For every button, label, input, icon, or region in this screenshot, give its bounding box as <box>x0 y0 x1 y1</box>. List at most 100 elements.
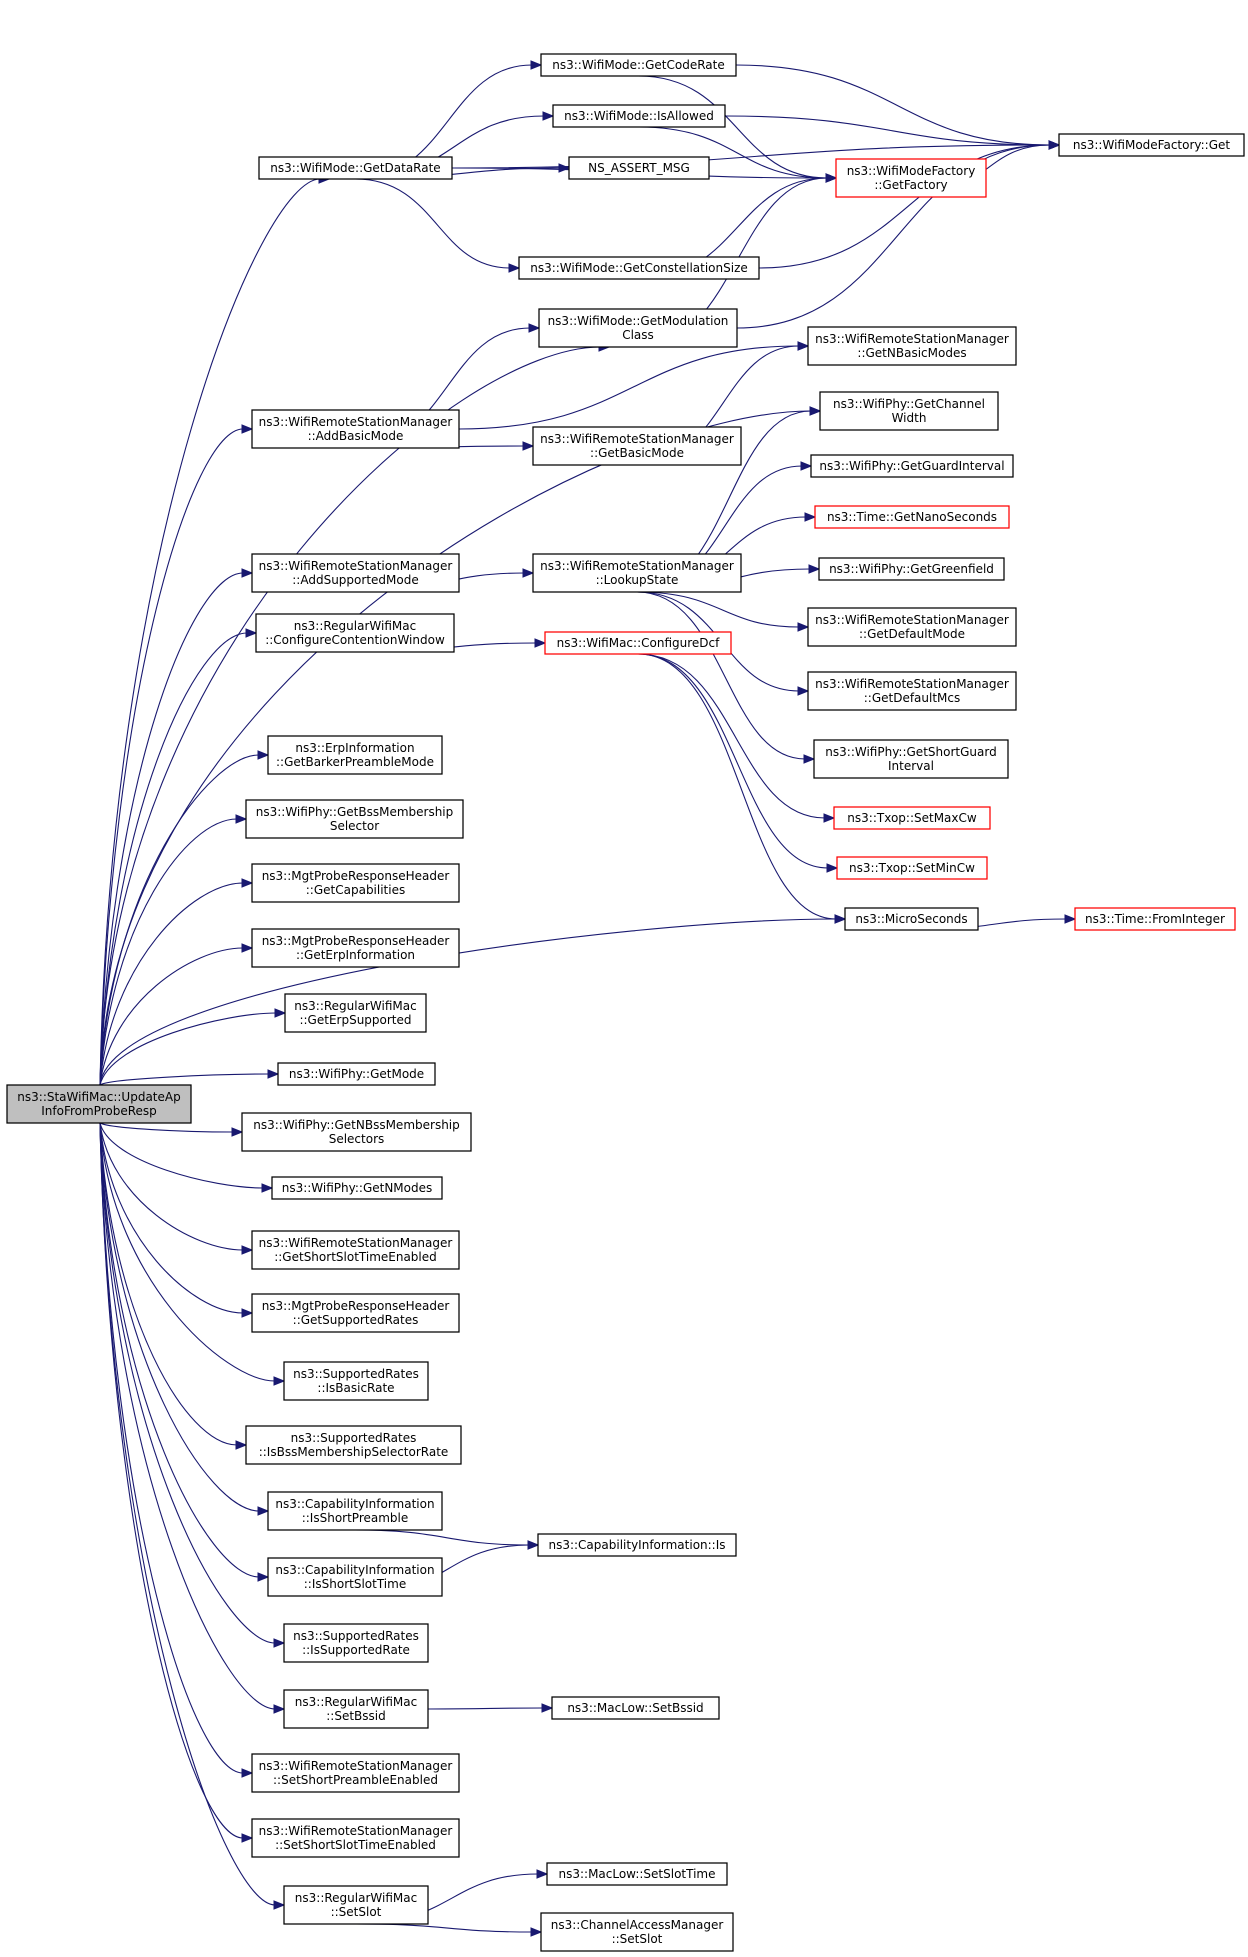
node-box <box>267 735 443 775</box>
node-getBasicMode[interactable]: ns3::WifiRemoteStationManager::GetBasicM… <box>532 426 742 466</box>
node-box <box>807 326 1017 366</box>
node-label: ns3::WifiRemoteStationManager <box>259 559 453 573</box>
node-lookupState[interactable]: ns3::WifiRemoteStationManager::LookupSta… <box>532 553 742 593</box>
node-label: Interval <box>888 759 934 773</box>
node-getFactory[interactable]: ns3::WifiModeFactory::GetFactory <box>835 158 987 198</box>
node-box <box>833 806 991 830</box>
node-isShortSlot[interactable]: ns3::CapabilityInformation::IsShortSlotT… <box>267 1557 443 1597</box>
node-fromInteger[interactable]: ns3::Time::FromInteger <box>1074 907 1236 931</box>
node-label: ::AddBasicMode <box>308 429 404 443</box>
node-box <box>251 863 460 903</box>
edge-root-to-getMode <box>99 1069 280 1086</box>
node-getGuardInterval[interactable]: ns3::WifiPhy::GetGuardInterval <box>810 454 1014 478</box>
node-label: ns3::WifiModeFactory <box>847 164 976 178</box>
node-getCaps[interactable]: ns3::MgtProbeResponseHeader::GetCapabili… <box>251 863 460 903</box>
node-assertMsg[interactable]: NS_ASSERT_MSG <box>568 156 710 180</box>
node-getDefaultMcs[interactable]: ns3::WifiRemoteStationManager::GetDefaul… <box>807 671 1017 711</box>
node-getShortSlotEn[interactable]: ns3::WifiRemoteStationManager::GetShortS… <box>251 1230 460 1270</box>
node-addBasicMode[interactable]: ns3::WifiRemoteStationManager::AddBasicM… <box>251 409 460 449</box>
node-setBssid[interactable]: ns3::RegularWifiMac::SetBssid <box>283 1689 429 1729</box>
node-root[interactable]: ns3::StaWifiMac::UpdateApInfoFromProbeRe… <box>6 1084 192 1124</box>
node-isBssSelRate[interactable]: ns3::SupportedRates::IsBssMembershipSele… <box>245 1425 462 1465</box>
node-label: ::GetDefaultMode <box>859 627 965 641</box>
node-box <box>245 1425 462 1465</box>
edge-root-to-setShortPreEn <box>99 1122 254 1778</box>
node-getDefaultMode[interactable]: ns3::WifiRemoteStationManager::GetDefaul… <box>807 607 1017 647</box>
node-label: ns3::RegularWifiMac <box>294 619 416 633</box>
node-box <box>540 53 737 77</box>
node-isBasicRate[interactable]: ns3::SupportedRates::IsBasicRate <box>283 1361 429 1401</box>
node-getSupRates[interactable]: ns3::MgtProbeResponseHeader::GetSupporte… <box>251 1293 460 1333</box>
node-getNModes[interactable]: ns3::WifiPhy::GetNModes <box>271 1176 443 1200</box>
edge-root-to-getErpInfo <box>99 943 254 1086</box>
node-box <box>814 505 1010 529</box>
node-getGreenfield[interactable]: ns3::WifiPhy::GetGreenfield <box>818 557 1005 581</box>
node-label: ns3::WifiMac::ConfigureDcf <box>557 636 720 650</box>
node-microSeconds[interactable]: ns3::MicroSeconds <box>844 907 979 931</box>
node-label: Class <box>622 328 654 342</box>
node-configCW[interactable]: ns3::RegularWifiMac::ConfigureContention… <box>255 613 455 653</box>
node-getCodeRate[interactable]: ns3::WifiMode::GetCodeRate <box>540 53 737 77</box>
node-getNBasicModes[interactable]: ns3::WifiRemoteStationManager::GetNBasic… <box>807 326 1017 366</box>
node-macSetBssid[interactable]: ns3::MacLow::SetBssid <box>551 1696 720 1720</box>
node-label: ns3::WifiPhy::GetNModes <box>282 1181 433 1195</box>
node-getErpInfo[interactable]: ns3::MgtProbeResponseHeader::GetErpInfor… <box>251 928 460 968</box>
node-label: ns3::WifiPhy::GetGuardInterval <box>819 459 1004 473</box>
node-factoryGet[interactable]: ns3::WifiModeFactory::Get <box>1058 133 1245 157</box>
node-isShortPreamble[interactable]: ns3::CapabilityInformation::IsShortPream… <box>267 1491 443 1531</box>
node-getBarker[interactable]: ns3::ErpInformation::GetBarkerPreambleMo… <box>267 735 443 775</box>
node-box <box>284 993 427 1033</box>
node-configDcf[interactable]: ns3::WifiMac::ConfigureDcf <box>544 631 732 655</box>
edge-root-to-addBasicMode <box>99 424 254 1086</box>
node-getConstellation[interactable]: ns3::WifiMode::GetConstellationSize <box>518 256 760 280</box>
edge-root-to-setBssid <box>99 1122 286 1714</box>
node-label: Selectors <box>329 1132 385 1146</box>
node-addSupportedMode[interactable]: ns3::WifiRemoteStationManager::AddSuppor… <box>251 553 460 593</box>
edge-root-to-getBarker <box>99 750 270 1086</box>
edge-root-to-addSupportedMode <box>99 568 254 1086</box>
node-setSlot[interactable]: ns3::RegularWifiMac::SetSlot <box>283 1885 429 1925</box>
edge-root-to-getCaps <box>99 878 254 1086</box>
node-label: ::GetNBasicModes <box>857 346 966 360</box>
node-label: ns3::WifiRemoteStationManager <box>259 1824 453 1838</box>
node-label: ns3::ChannelAccessManager <box>551 1918 724 1932</box>
node-label: ns3::MgtProbeResponseHeader <box>262 869 450 883</box>
node-label: Width <box>892 411 927 425</box>
node-box <box>251 1293 460 1333</box>
node-macSetSlotTime[interactable]: ns3::MacLow::SetSlotTime <box>546 1862 728 1886</box>
node-label: ns3::Txop::SetMaxCw <box>847 811 977 825</box>
node-isSupRate[interactable]: ns3::SupportedRates::IsSupportedRate <box>283 1623 429 1663</box>
node-box <box>835 158 987 198</box>
node-isAllowed[interactable]: ns3::WifiMode::IsAllowed <box>552 104 726 128</box>
edge-setSlot-to-camSetSlot <box>355 1923 543 1937</box>
node-setMinCw[interactable]: ns3::Txop::SetMinCw <box>836 856 988 880</box>
node-label: InfoFromProbeResp <box>41 1104 157 1118</box>
edge-root-to-isSupRate <box>99 1122 286 1648</box>
node-getDataRate[interactable]: ns3::WifiMode::GetDataRate <box>258 156 453 180</box>
node-box <box>546 1862 728 1886</box>
node-label: ns3::SupportedRates <box>293 1629 419 1643</box>
node-box <box>251 553 460 593</box>
node-label: ns3::CapabilityInformation <box>275 1497 434 1511</box>
node-label: ::ConfigureContentionWindow <box>265 633 445 647</box>
node-getErpSup[interactable]: ns3::RegularWifiMac::GetErpSupported <box>284 993 427 1033</box>
node-box <box>540 1912 734 1952</box>
node-camSetSlot[interactable]: ns3::ChannelAccessManager::SetSlot <box>540 1912 734 1952</box>
node-label: ns3::CapabilityInformation::Is <box>548 1538 725 1552</box>
node-getMode[interactable]: ns3::WifiPhy::GetMode <box>277 1062 436 1086</box>
node-label: ::SetSlot <box>612 1932 663 1946</box>
node-label: ns3::WifiPhy::GetBssMembership <box>256 805 454 819</box>
node-capIs[interactable]: ns3::CapabilityInformation::Is <box>537 1533 737 1557</box>
node-label: ns3::Txop::SetMinCw <box>849 861 975 875</box>
node-setShortPreEn[interactable]: ns3::WifiRemoteStationManager::SetShortP… <box>251 1753 460 1793</box>
node-box <box>552 104 726 128</box>
node-label: ns3::MgtProbeResponseHeader <box>262 934 450 948</box>
node-setShortSlotEn[interactable]: ns3::WifiRemoteStationManager::SetShortS… <box>251 1818 460 1858</box>
node-getNanoSeconds[interactable]: ns3::Time::GetNanoSeconds <box>814 505 1010 529</box>
node-setMaxCw[interactable]: ns3::Txop::SetMaxCw <box>833 806 991 830</box>
